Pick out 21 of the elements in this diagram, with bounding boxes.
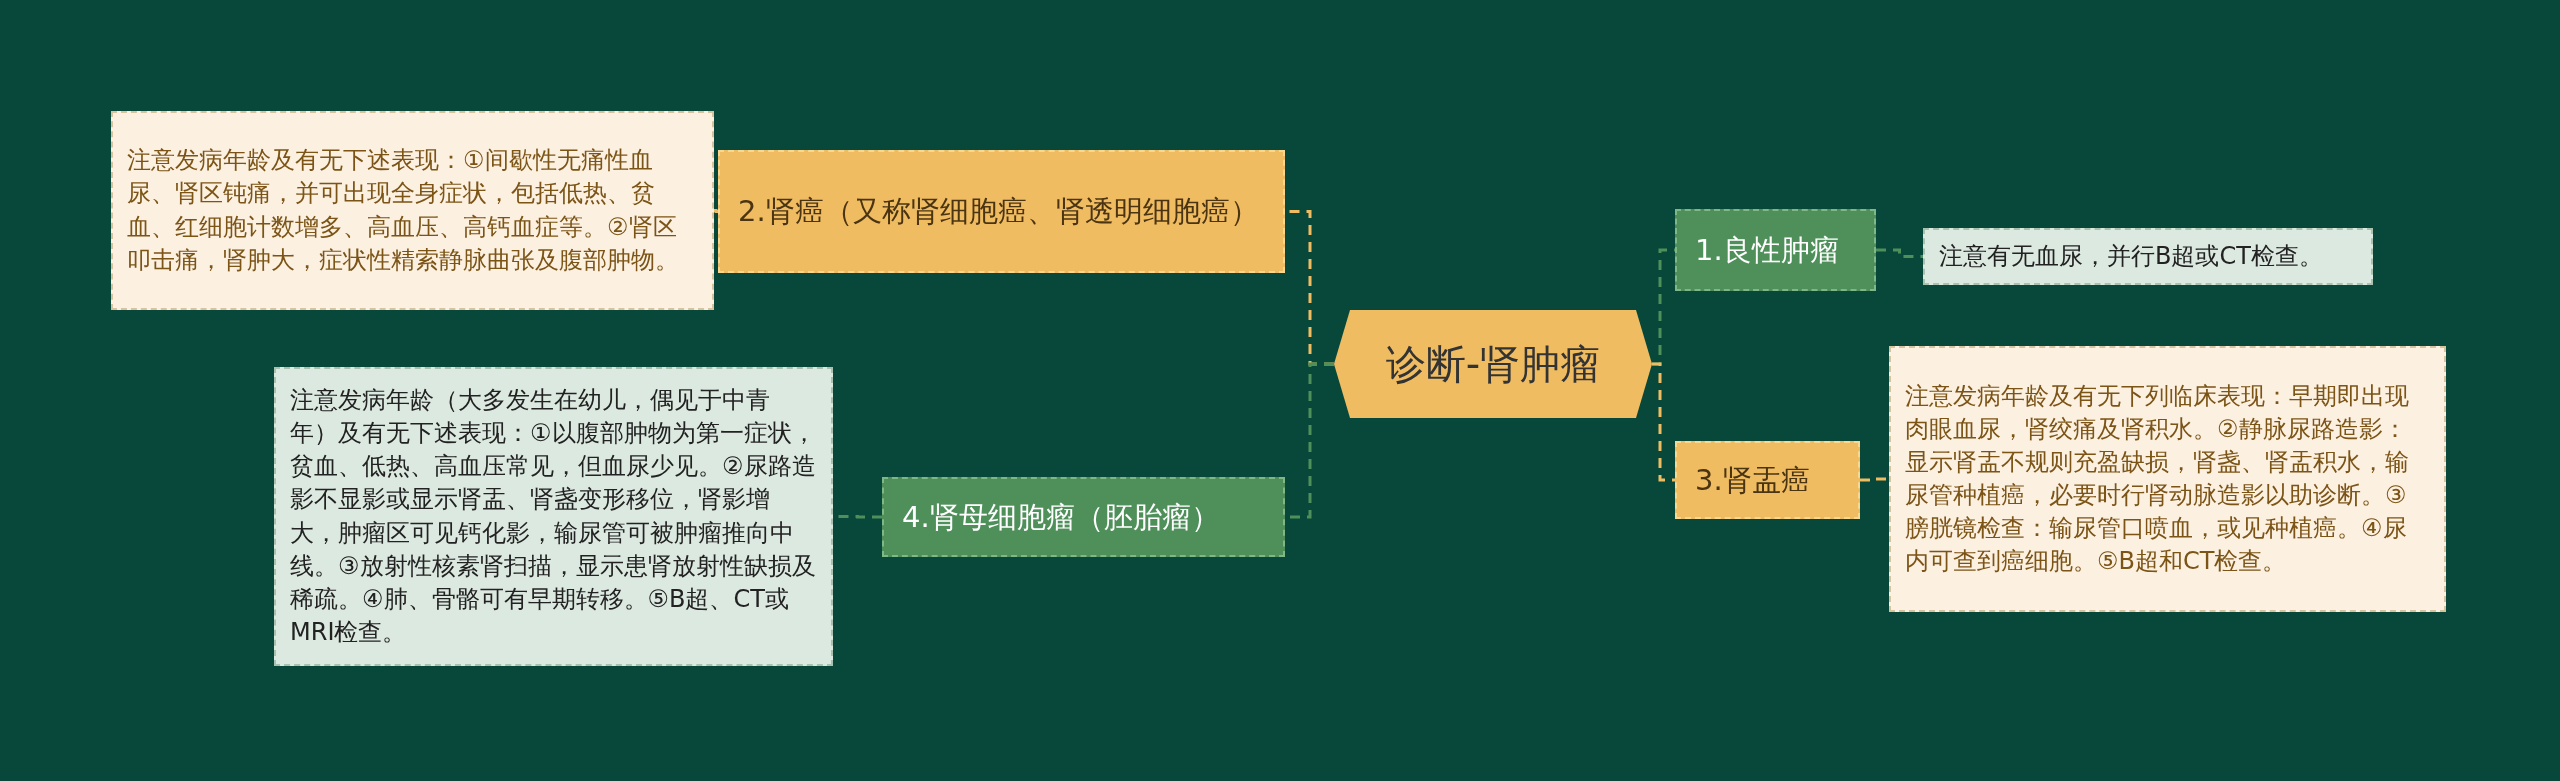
connector-line (1876, 248, 1923, 259)
branch-title: 3.肾盂癌 (1695, 462, 1810, 499)
note-box (1889, 346, 2446, 612)
branch-box (1675, 441, 1860, 519)
branch-box (718, 150, 1285, 273)
branch-title: 2.肾癌（又称肾细胞癌、肾透明细胞癌） (738, 193, 1259, 231)
note-text: 注意发病年龄（大多发生在幼儿，偶见于中青年）及有无下述表现：①以腹部肿物为第一症状，贫血、低热、高血压常见，但血尿少见。②尿路造影不显影或显示肾盂、肾盏变形移位，肾影增大，肿瘤区可见钙化影，输尿管可被肿瘤推向中线。③放射性核素肾扫描，显示患肾放射性缺损及稀疏。④肺、骨骼可有早期转移。⑤B超、CT或MRI检查。 (290, 385, 817, 648)
note-box (274, 367, 833, 666)
note-box (111, 111, 714, 310)
note-text: 注意有无血尿，并行B超或CT检查。 (1939, 241, 2323, 272)
note-box (1923, 228, 2373, 286)
note-text: 注意发病年龄及有无下述表现：①间歇性无痛性血尿、肾区钝痛，并可出现全身症状，包括低热、贫血、红细胞计数增多、高血压、高钙血症等。②肾区叩击痛，肾肿大，症状性精索静脉曲张及腹部肿物。 (127, 145, 680, 276)
topic-title: 诊断-肾肿瘤 (1385, 340, 1601, 388)
connector-line (1860, 477, 1889, 482)
branch-box (1675, 209, 1876, 291)
branch-title: 1.良性肿瘤 (1695, 232, 1839, 269)
branch-box (882, 477, 1285, 557)
note-text: 注意发病年龄及有无下列临床表现：早期即出现肉眼血尿，肾绞痛及肾积水。②静脉尿路造影：显示肾盂不规则充盈缺损，肾盏、肾盂积水，输尿管种植癌，必要时行肾动脉造影以助诊断。③膀胱镜检查：输尿管口喷血，或见种植癌。④尿内可查到癌细胞。⑤B超和CT检查。 (1905, 380, 2410, 578)
connector-line (1652, 362, 1675, 482)
branch-title: 4.肾母细胞瘤（胚胎瘤） (902, 499, 1220, 536)
connector-line (713, 209, 719, 213)
